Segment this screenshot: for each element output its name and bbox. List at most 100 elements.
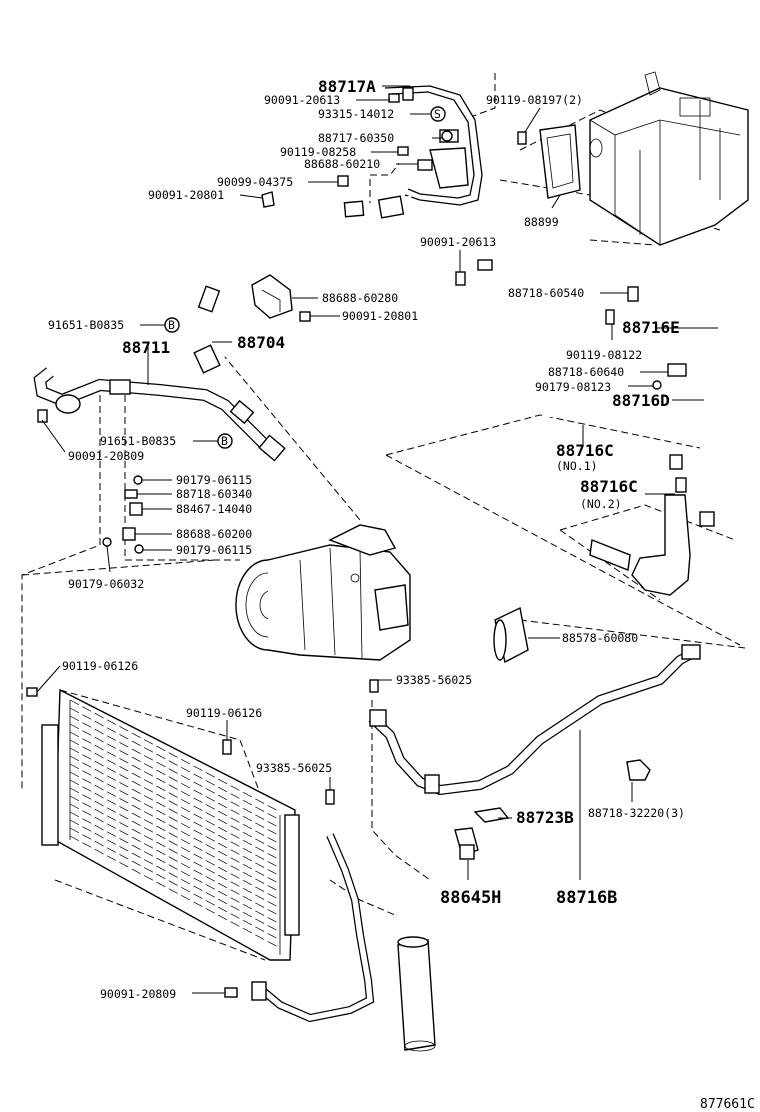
oring-90179-06115-a: [133, 475, 143, 485]
condenser-fin-line: [69, 803, 281, 917]
bolt-93385-56025-top: [369, 679, 379, 693]
nut-90179-06032: [102, 537, 112, 547]
label-88645H: 88645H: [440, 888, 501, 908]
bracket-88467-14040: [129, 502, 143, 516]
bolt-90119-08122: [605, 309, 615, 325]
ac-compressor: [235, 524, 411, 661]
condenser: [41, 688, 300, 961]
label-88716C-no1-sub: (NO.1): [556, 459, 598, 473]
receiver-dryer: [397, 936, 436, 1052]
label-90119-06126-mid: 90119-06126: [186, 706, 262, 720]
fasteners: [26, 93, 639, 998]
label-88716D: 88716D: [612, 391, 670, 410]
condenser-fin-line: [69, 699, 281, 813]
evaporator-unit: [589, 71, 749, 246]
label-88716B: 88716B: [556, 888, 617, 908]
clip-88688-60200: [122, 527, 136, 541]
label-88716E: 88716E: [622, 318, 680, 337]
pressure-switch-88645H: [454, 827, 479, 860]
label-90091-20801-mid: 90091-20801: [342, 309, 418, 323]
bolt-93385-56025-mid: [325, 789, 335, 805]
label-88717A: 88717A: [318, 77, 376, 96]
label-90119-08197: 90119-08197(2): [486, 93, 583, 107]
svg-text:B: B: [221, 434, 228, 448]
figure-code: 877661C: [700, 1097, 755, 1112]
condenser-fin-line: [69, 811, 281, 925]
bracket-88688-60280: [251, 274, 293, 319]
label-91651-B0835-bottom: 91651-B0835: [100, 434, 176, 448]
condenser-fin-line: [69, 827, 281, 941]
bolt-90099-04375: [337, 175, 349, 187]
label-90091-20809-bottom: 90091-20809: [100, 987, 176, 1001]
label-90179-06032: 90179-06032: [68, 577, 144, 591]
label-91651-B0835-top: 91651-B0835: [48, 318, 124, 332]
clamp-88718-60640: [652, 363, 687, 390]
label-88711: 88711: [122, 338, 170, 357]
condenser-fins: [69, 699, 281, 949]
condenser-fin-line: [69, 763, 281, 877]
clamp-88718-32220: [626, 759, 651, 781]
bolt-90091-20809-bottom: [224, 987, 238, 998]
b-mark-icon-top: B: [164, 317, 180, 333]
label-93385-56025-top: 93385-56025: [396, 673, 472, 687]
label-90179-06115-b: 90179-06115: [176, 543, 252, 557]
condenser-fin-line: [69, 779, 281, 893]
label-88716C-no2-sub: (NO.2): [580, 497, 622, 511]
bolt-90091-20801-top: [261, 191, 275, 208]
condenser-fin-line: [69, 747, 281, 861]
label-88688-60280: 88688-60280: [322, 291, 398, 305]
label-88717-60350: 88717-60350: [318, 131, 394, 145]
condenser-fin-line: [69, 739, 281, 853]
clip-88688-60210: [417, 159, 433, 171]
label-90091-20809-left: 90091-20809: [68, 449, 144, 463]
part-labels: 88717A 90091-20613 93315-14012 88717-603…: [48, 77, 755, 1112]
b-mark-icon-bottom: B: [217, 433, 233, 449]
label-88704: 88704: [237, 333, 285, 352]
part-88899-seal-plate: [539, 124, 581, 199]
nut-90119-08258: [397, 146, 409, 156]
svg-text:B: B: [168, 318, 175, 332]
label-90119-08258: 90119-08258: [280, 145, 356, 159]
bolt-90119-06126-left: [26, 687, 38, 697]
label-88899: 88899: [524, 215, 559, 229]
label-88718-60540: 88718-60540: [508, 286, 584, 300]
bolt-90119-08197: [517, 131, 527, 145]
s-mark-icon: S: [430, 106, 446, 122]
label-90179-06115-a: 90179-06115: [176, 473, 252, 487]
liquid-pipe-lower: [251, 833, 375, 1023]
hose-88711: [33, 367, 286, 462]
condenser-fin-line: [69, 731, 281, 845]
label-88723B: 88723B: [516, 808, 574, 827]
condenser-fin-line: [69, 715, 281, 829]
label-88716C-no1: 88716C: [556, 441, 614, 460]
condenser-fin-line: [69, 771, 281, 885]
label-88718-32220: 88718-32220(3): [588, 806, 685, 820]
bolt-90091-20801-mid: [299, 311, 311, 322]
bolt-90119-06126-mid: [222, 739, 232, 755]
label-90091-20613-top: 90091-20613: [264, 93, 340, 107]
insulator-88578-60080: [493, 606, 529, 664]
label-90091-20613-mid: 90091-20613: [420, 235, 496, 249]
label-88578-60080: 88578-60080: [562, 631, 638, 645]
condenser-fin-line: [69, 787, 281, 901]
label-88467-14040: 88467-14040: [176, 502, 252, 516]
condenser-fin-line: [69, 819, 281, 933]
label-90119-06126-left: 90119-06126: [62, 659, 138, 673]
label-88718-60340: 88718-60340: [176, 487, 252, 501]
condenser-fin-line: [69, 707, 281, 821]
condenser-fin-line: [69, 723, 281, 837]
liquid-line-88716B: [368, 644, 701, 796]
condenser-fin-line: [69, 795, 281, 909]
hose-88704: [193, 195, 414, 374]
bolt-88718-60540: [627, 286, 639, 302]
label-90179-08123: 90179-08123: [535, 380, 611, 394]
label-88688-60210: 88688-60210: [304, 157, 380, 171]
bolt-90091-20613-mid: [455, 271, 466, 286]
label-93315-14012: 93315-14012: [318, 107, 394, 121]
label-88716C-no2: 88716C: [580, 477, 638, 496]
label-90099-04375: 90099-04375: [217, 175, 293, 189]
hose-88717A: [384, 85, 483, 206]
bolt-90091-20809-left: [37, 409, 48, 423]
clamp-88718-60340: [124, 489, 138, 499]
